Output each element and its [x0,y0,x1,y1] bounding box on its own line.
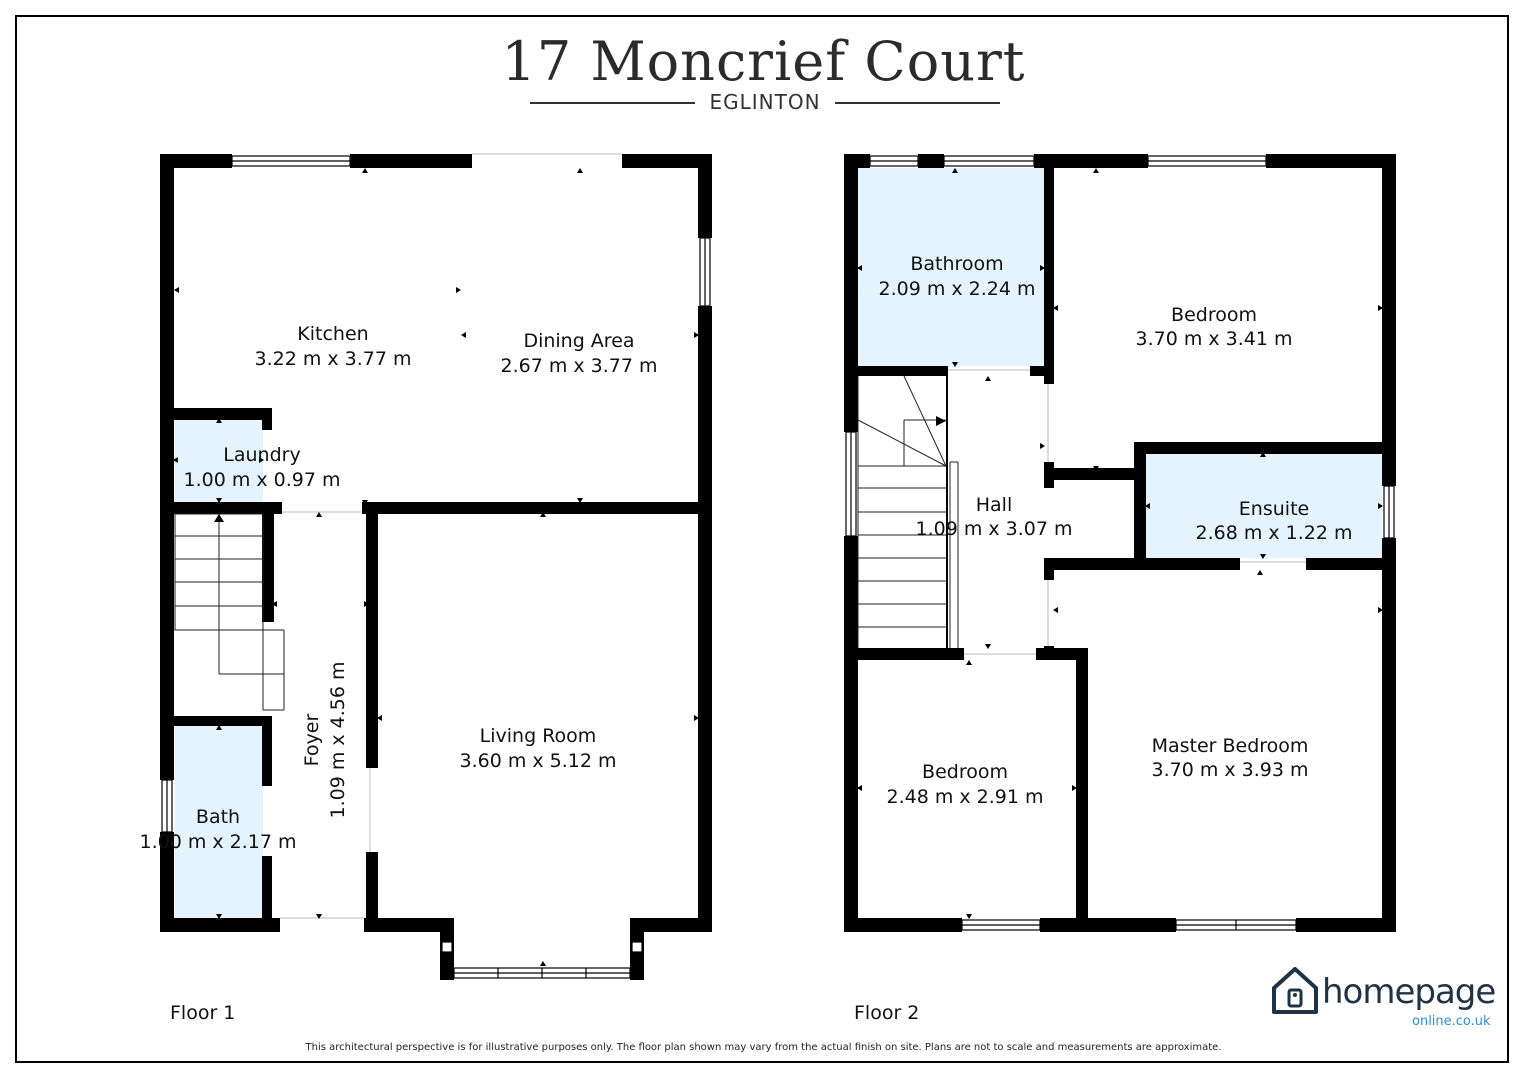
subtitle-rule-left [530,102,695,104]
stairs-up-arrow-1 [214,514,224,522]
foyer-name: Foyer [301,714,323,767]
floor-1-stairs [174,513,285,711]
bedroom-1-size: 3.70 m x 3.41 m [1135,328,1292,350]
logo-domain: online.co.uk [1412,1014,1491,1029]
floor-1-dimension-markers [173,168,699,966]
bedroom-1-name: Bedroom [1171,304,1257,326]
bathroom-size: 2.09 m x 2.24 m [878,278,1035,300]
floor-2-openings [948,369,1306,655]
laundry-name: Laundry [223,444,300,466]
bedroom-2-size: 2.48 m x 2.91 m [886,786,1043,808]
bath-size: 1.00 m x 2.17 m [139,831,296,853]
foyer-size: 1.09 m x 4.56 m [327,661,349,818]
bathroom-fill [858,168,1046,366]
ensuite-size: 2.68 m x 1.22 m [1195,522,1352,544]
dining-area-name: Dining Area [523,330,634,352]
stairs-up-arrow-2 [936,416,946,426]
kitchen-name: Kitchen [297,323,368,345]
floor-1-walls [160,154,712,980]
page-title: 17 Moncrief Court [501,30,1026,93]
subtitle-rule-right [835,102,1000,104]
logo-wordmark: homepage [1322,972,1496,1012]
bath-name: Bath [196,806,240,828]
floor-1-label: Floor 1 [170,1002,236,1024]
living-room-name: Living Room [480,725,597,747]
floor-1-windows [161,155,711,979]
room-labels: Kitchen 3.22 m x 3.77 m Dining Area 2.67… [139,253,1352,853]
floor-1-plan [160,153,712,980]
disclaimer-text: This architectural perspective is for il… [305,1042,1222,1053]
homepage-logo: homepage online.co.uk [1270,962,1500,1032]
bedroom-2-name: Bedroom [922,761,1008,783]
bath-fill [175,724,263,918]
floor-2-dimension-markers [857,168,1383,919]
page-frame [15,15,1509,1063]
ensuite-fill [1146,452,1382,558]
master-bedroom-size: 3.70 m x 3.93 m [1151,759,1308,781]
bathroom-name: Bathroom [910,253,1003,275]
floor-2-windows [845,155,1395,931]
floor-2-plan [844,154,1396,932]
dining-area-size: 2.67 m x 3.77 m [500,355,657,377]
floor-2-walls [844,154,1396,932]
master-bedroom-name: Master Bedroom [1152,735,1309,757]
kitchen-size: 3.22 m x 3.77 m [254,348,411,370]
house-lock-icon [1272,967,1318,1014]
floor-1-openings [280,153,622,919]
page-subtitle: EGLINTON [709,90,821,114]
laundry-size: 1.00 m x 0.97 m [183,469,340,491]
hall-size: 1.09 m x 3.07 m [915,518,1072,540]
floor-2-label: Floor 2 [854,1002,920,1024]
ensuite-name: Ensuite [1239,498,1309,520]
living-room-size: 3.60 m x 5.12 m [459,750,616,772]
hall-name: Hall [976,494,1013,516]
floor-2-stairs [857,375,959,648]
subtitle-block: EGLINTON [530,90,1000,116]
laundry-fill [175,418,263,502]
